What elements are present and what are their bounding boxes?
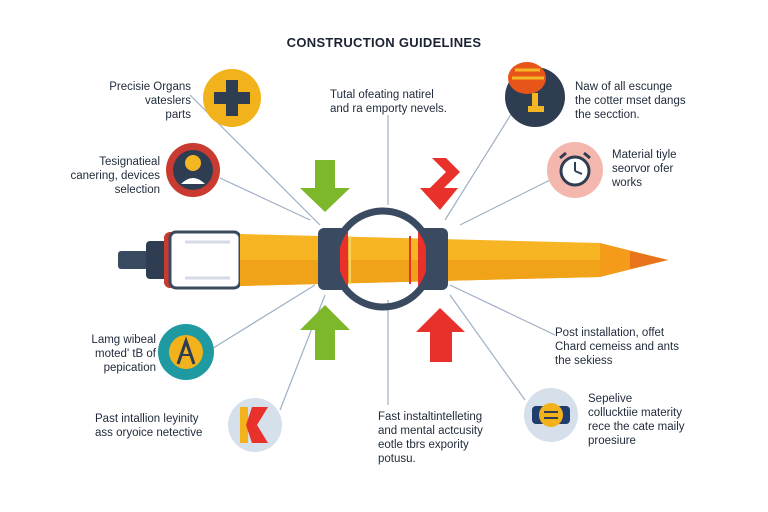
connector-lines — [189, 94, 556, 411]
alarm-clock-icon — [547, 142, 603, 198]
arrow-red-top — [420, 158, 460, 210]
page-title: CONSTRUCTION GUIDELINES — [286, 35, 482, 50]
compass-icon — [158, 324, 214, 380]
k-letter-icon — [228, 398, 282, 452]
pencil-illustration — [118, 207, 668, 311]
arrow-green-top — [300, 160, 350, 212]
gear-tool-icon — [524, 388, 578, 442]
arrow-green-bottom — [300, 305, 350, 360]
hot-air-balloon-icon — [505, 62, 565, 127]
lightbulb-person-icon — [166, 143, 220, 197]
plus-icon — [203, 69, 261, 127]
arrow-red-bottom — [416, 308, 465, 362]
